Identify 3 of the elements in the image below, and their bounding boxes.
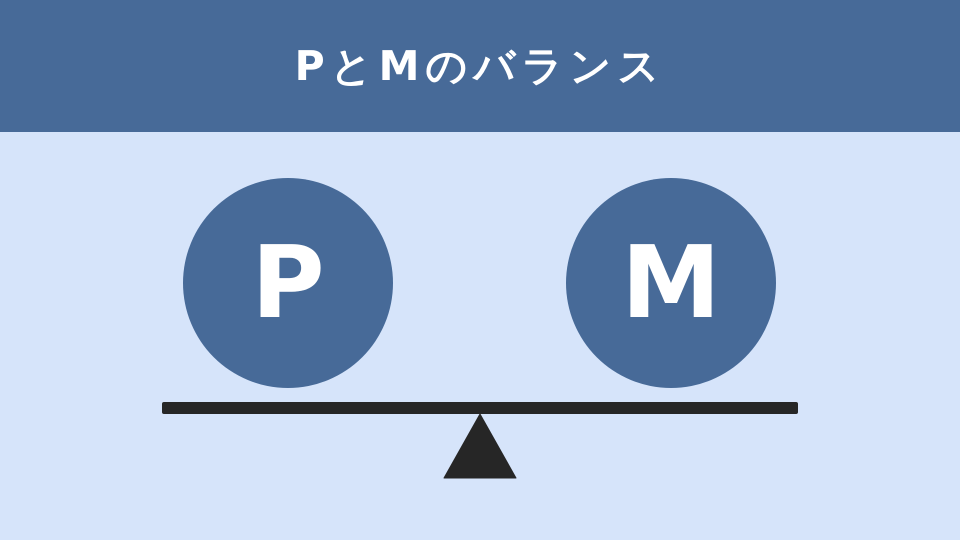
title: PとMのバランス (294, 41, 666, 92)
circle-letter: M (621, 233, 721, 333)
circle-letter: P (251, 233, 325, 333)
